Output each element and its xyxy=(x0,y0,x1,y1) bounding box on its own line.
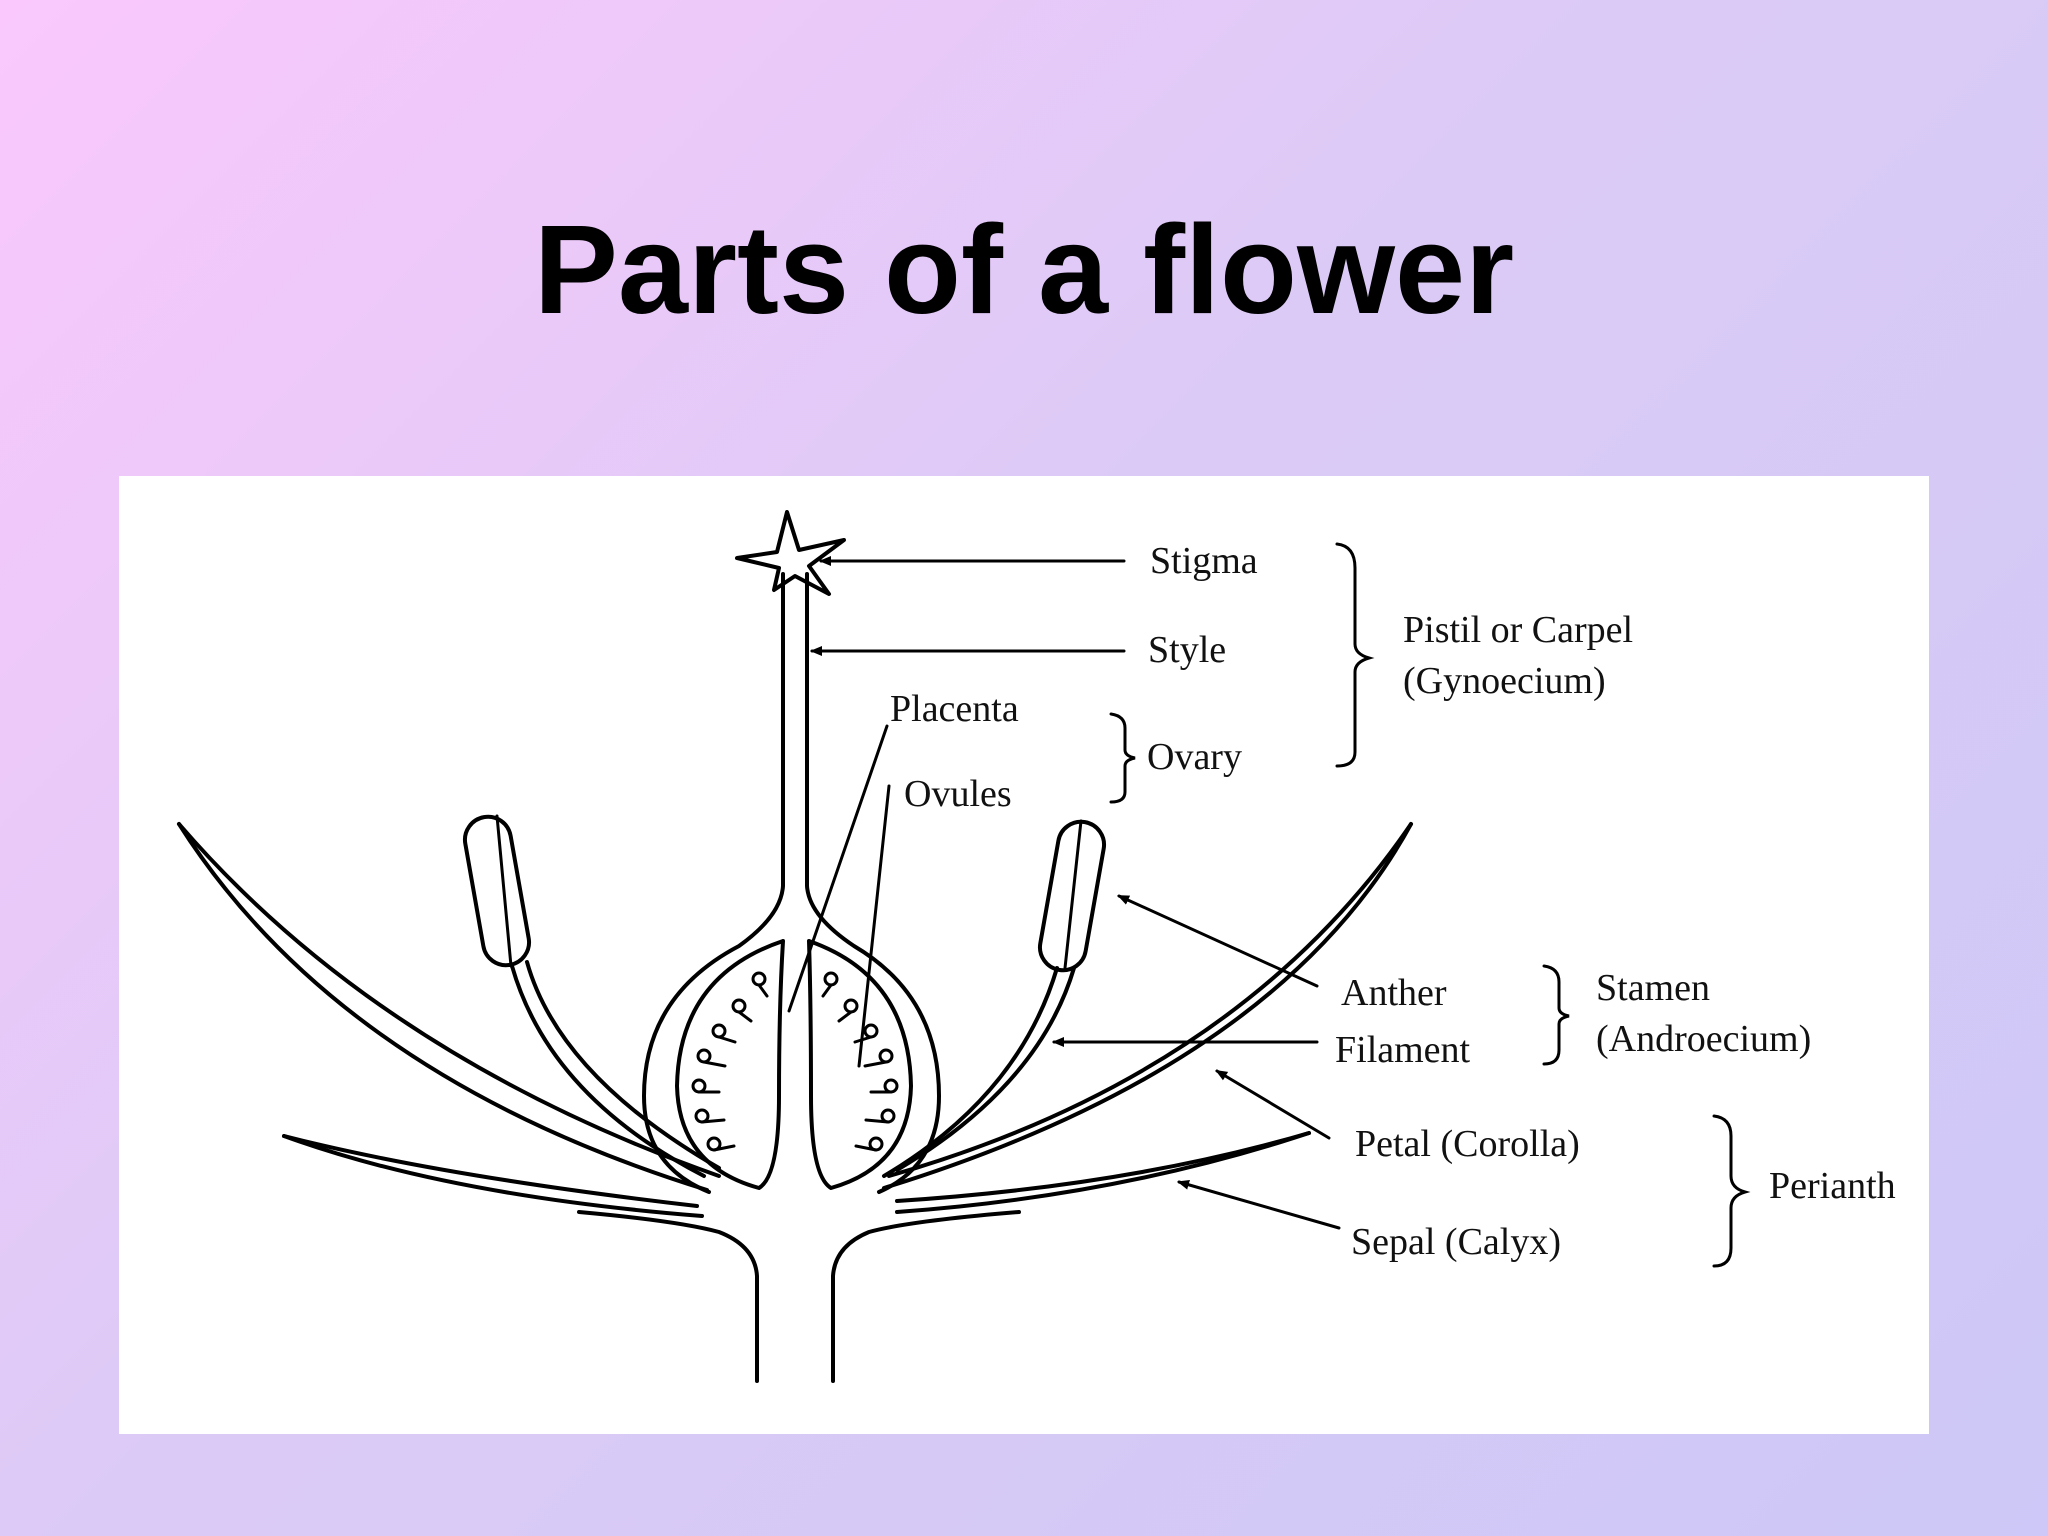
ovary-brace xyxy=(1109,712,1136,804)
label-filament: Filament xyxy=(1335,1029,1471,1071)
label-perianth: Perianth xyxy=(1769,1165,1896,1207)
label-anther: Anther xyxy=(1341,972,1447,1014)
petal-left xyxy=(177,822,721,1192)
flower-diagram-panel: Stigma Style Placenta Ovules Ovary Pisti… xyxy=(119,476,1929,1434)
stem xyxy=(577,1210,1021,1383)
label-pistil-line2: (Gynoecium) xyxy=(1403,660,1606,702)
sepal-arrow xyxy=(1177,1179,1341,1230)
label-ovules: Ovules xyxy=(904,773,1012,815)
ovules xyxy=(691,971,899,1152)
label-stamen-line1: Stamen xyxy=(1596,967,1710,1009)
pointer-lines xyxy=(787,556,1341,1230)
perianth-brace xyxy=(1712,1114,1751,1268)
pistil-brace xyxy=(1335,542,1375,768)
braces xyxy=(1109,542,1751,1268)
anther-arrow xyxy=(1117,894,1319,988)
label-stigma: Stigma xyxy=(1150,540,1258,582)
label-placenta: Placenta xyxy=(890,688,1019,730)
label-petal: Petal (Corolla) xyxy=(1355,1123,1580,1165)
slide-title: Parts of a flower xyxy=(533,199,1515,340)
label-sepal: Sepal (Calyx) xyxy=(1351,1221,1561,1263)
stamen-right xyxy=(882,819,1107,1178)
ovules-pointer xyxy=(857,784,891,1068)
pistil xyxy=(642,510,941,1194)
sepal-right xyxy=(895,1131,1311,1214)
stamen-left xyxy=(462,814,721,1178)
flower-diagram: Stigma Style Placenta Ovules Ovary Pisti… xyxy=(177,510,1896,1383)
sepal-left xyxy=(282,1134,704,1218)
label-stamen-line2: (Androecium) xyxy=(1596,1018,1811,1060)
label-ovary: Ovary xyxy=(1147,736,1242,778)
petal-right xyxy=(882,822,1413,1190)
label-pistil-line1: Pistil or Carpel xyxy=(1403,609,1633,651)
stamen-brace xyxy=(1542,964,1570,1066)
label-style: Style xyxy=(1148,629,1226,671)
placenta-pointer xyxy=(787,724,889,1013)
petal-arrow xyxy=(1215,1069,1331,1140)
